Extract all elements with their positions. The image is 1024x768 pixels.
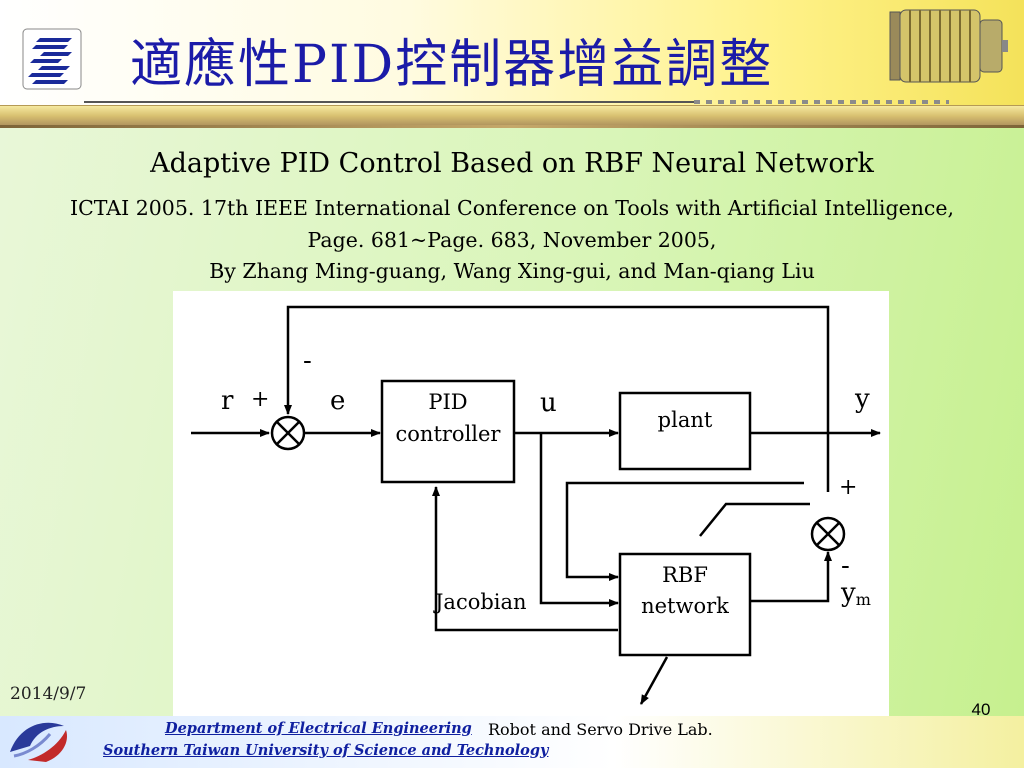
- page-number: 40: [971, 700, 991, 719]
- summing-junction-2: [810, 516, 846, 552]
- university-logo-icon: [10, 722, 68, 762]
- control-u-label: u: [540, 388, 557, 418]
- paper-title: Adaptive PID Control Based on RBF Neural…: [150, 148, 874, 179]
- block-diagram: r + - e PID controller u plant y + - ym …: [173, 291, 889, 716]
- pid-label-line1: PID: [428, 390, 467, 414]
- citation-authors: By Zhang Ming-guang, Wang Xing-gui, and …: [209, 259, 815, 283]
- citation-line-2: Page. 681~Page. 683, November 2005,: [307, 228, 717, 252]
- jacobian-line: [432, 486, 618, 632]
- ym-base: y: [840, 578, 856, 608]
- input-r-label: r: [221, 386, 234, 416]
- ym-subscript: m: [856, 590, 871, 609]
- rbf-network-block: [618, 552, 752, 657]
- motor-icon: [889, 9, 1008, 83]
- summing-junction-1: [270, 415, 306, 451]
- header-band: [0, 105, 1024, 128]
- university-link[interactable]: Southern Taiwan University of Science an…: [103, 742, 549, 759]
- pid-label-line2: controller: [396, 422, 502, 446]
- feedback-minus-sign: -: [303, 346, 312, 376]
- sum2-plus-sign: +: [839, 475, 857, 500]
- citation-line-1: ICTAI 2005. 17th IEEE International Conf…: [69, 196, 955, 220]
- school-logo-icon: [22, 28, 82, 90]
- y-to-rbf-line: [565, 481, 804, 581]
- footer-bar: [0, 716, 1024, 768]
- feedback-line: [284, 305, 830, 492]
- sum2-minus-sign: -: [841, 551, 850, 581]
- plant-label: plant: [658, 408, 713, 432]
- slide-date: 2014/9/7: [10, 684, 87, 704]
- rbf-label-line1: RBF: [662, 563, 708, 587]
- rbf-error-line: [699, 502, 810, 537]
- u-to-rbf-line: [539, 433, 619, 607]
- rbf-label-line2: network: [641, 594, 729, 618]
- page-title: 適應性PID控制器增益調整: [130, 35, 774, 95]
- input-plus-sign: +: [251, 387, 269, 412]
- learning-arrow: [639, 656, 669, 705]
- jacobian-label: Jacobian: [433, 590, 527, 614]
- department-link[interactable]: Department of Electrical Engineering: [165, 720, 472, 737]
- ym-label: ym: [840, 578, 871, 609]
- header-background: [0, 0, 1024, 118]
- title-dotted-rule: [694, 100, 949, 104]
- error-e-label: e: [330, 386, 345, 416]
- pid-controller-block: [380, 379, 516, 484]
- title-rule: [84, 101, 694, 103]
- lab-name: Robot and Servo Drive Lab.: [488, 720, 713, 739]
- plant-block: [618, 391, 752, 471]
- ym-line: [750, 551, 832, 603]
- output-y-label: y: [854, 384, 870, 414]
